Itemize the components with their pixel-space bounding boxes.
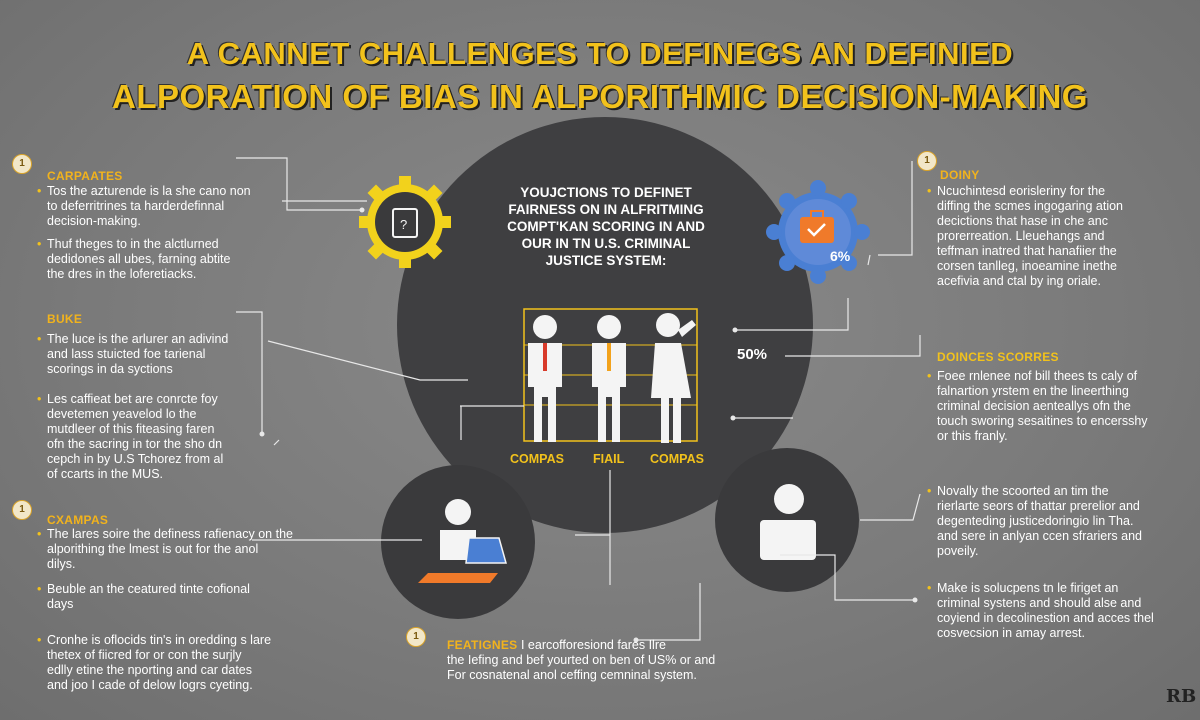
section-number-badge: 1 (12, 154, 32, 174)
figure-label-compas: COMPAS (510, 452, 564, 466)
svg-text:?: ? (400, 217, 407, 232)
person-figure-icon (528, 315, 562, 442)
left-section-1-heading: CARPAATES (47, 169, 123, 183)
section-number-badge: 1 (917, 151, 937, 171)
person-laptop-icon (418, 499, 507, 583)
right-section-3-bullet-1: Novally the scoorted an tim therierlarte… (927, 484, 1192, 559)
person-screen-icon (760, 484, 816, 560)
right-section-3-bullet-2: Make is solucpens tn le firiget ancrimin… (927, 581, 1192, 641)
title-line-1: A CANNET CHALLENGES TO DEFINEGS AN DEFIN… (186, 36, 1014, 71)
bottom-section-text: FEATIGNES I earcofforesiond fares Ilre t… (447, 638, 716, 682)
title-line-2: ALPORATION OF BIAS IN ALPORITHMIC DECISI… (112, 78, 1088, 115)
left-section-3-bullet-2: Beuble an the ceatured tinte cofionalday… (37, 582, 347, 612)
section-number-badge: 1 (406, 627, 426, 647)
signature-mark: RB (1166, 686, 1197, 707)
right-section-2-heading: DOINCES SCORRES (937, 350, 1059, 364)
left-section-2-heading: BUKE (47, 312, 83, 326)
center-percent: 50% (737, 346, 768, 363)
figure-label-fiail: FIAIL (593, 452, 625, 466)
figure-label-compas-2: COMPAS (650, 452, 704, 466)
person-figure-icon (592, 315, 626, 442)
left-section-3-bullet-3: Cronhe is oflocids tin's in oredding s l… (37, 633, 347, 693)
left-section-2-bullet-2: Les caffieat bet are conrcte foydeveteme… (37, 392, 297, 482)
badge-percent: 6% (830, 248, 851, 264)
person-figure-icon (651, 313, 696, 443)
left-section-3-heading: CXAMPAS (47, 513, 109, 527)
section-number-badge: 1 (12, 500, 32, 520)
briefcase-badge-icon (766, 180, 870, 284)
left-section-1-bullet-2: Thuf theges to in the alctlurneddedidone… (37, 237, 297, 282)
left-section-3-bullet-1: The lares soire the definess rafienacy o… (37, 527, 347, 572)
bottom-section-heading: FEATIGNES (447, 638, 518, 652)
right-section-2-bullet-1: Foee rnlenee nof bill thees ts caly offa… (927, 369, 1192, 444)
gear-icon: ? (359, 176, 451, 268)
right-section-1-heading: DOINY (940, 168, 980, 182)
